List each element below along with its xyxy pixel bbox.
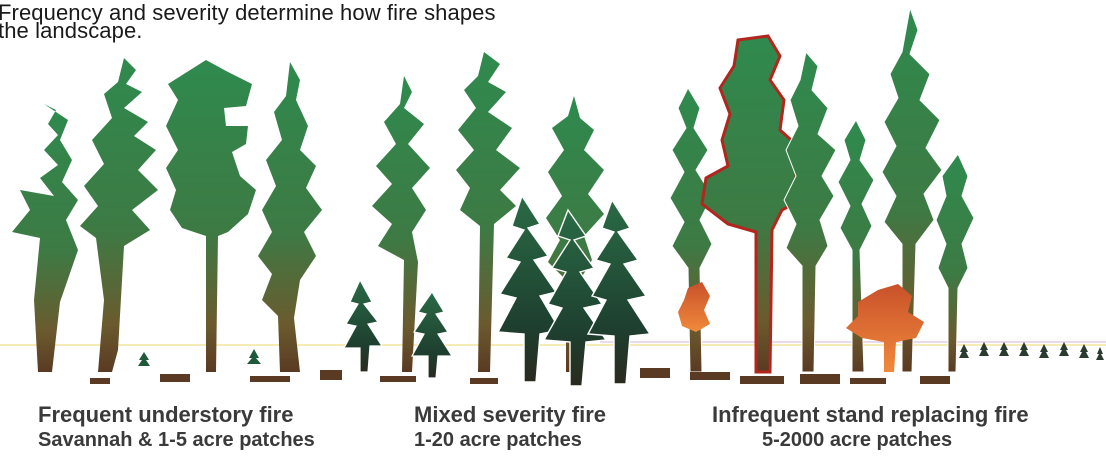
fire-regime-illustration [0,0,1106,400]
caption-title: Mixed severity fire [414,402,606,428]
pine-tree-4 [258,62,322,372]
pine-tree-1 [12,104,78,372]
conifer-2 [412,292,452,378]
caption-title: Frequent understory fire [38,402,315,428]
caption-subtitle: Savannah & 1-5 acre patches [38,428,315,452]
caption-stand-replacing: Infrequent stand replacing fire 5-2000 a… [712,402,1029,452]
burning-shrub-1 [678,282,710,332]
conifer-1 [344,280,382,372]
ground-debris [90,368,950,384]
seedling-row [959,342,1104,368]
caption-subtitle: 1-20 acre patches [414,428,606,452]
caption-subtitle: 5-2000 acre patches [712,428,1029,452]
pine-tree-12 [936,154,974,372]
stand-replacing-trees [670,8,1104,372]
mixed-severity-trees [344,52,650,386]
pine-tree-3 [166,60,256,372]
caption-frequent-fire: Frequent understory fire Savannah & 1-5 … [38,402,315,452]
seedlings [138,349,261,372]
caption-title: Infrequent stand replacing fire [712,402,1029,428]
savannah-trees [12,58,322,372]
conifer-5 [588,200,650,384]
pine-tree-2 [80,58,158,372]
pine-tree-9 [784,52,836,372]
caption-mixed-severity: Mixed severity fire 1-20 acre patches [414,402,606,452]
